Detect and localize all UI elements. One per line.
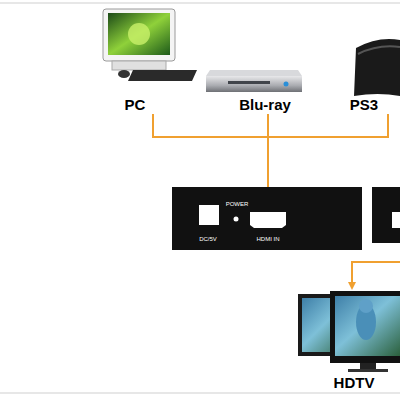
switch-box bbox=[372, 187, 400, 243]
frame-line bbox=[0, 3, 400, 4]
ps3-illustration bbox=[354, 39, 400, 96]
pc-illustration bbox=[103, 9, 197, 81]
node-label: POWER bbox=[222, 201, 252, 208]
node-label: Blu-ray bbox=[230, 96, 300, 113]
display-node: HDTV bbox=[298, 290, 400, 392]
node-label: DC/5V bbox=[192, 236, 224, 243]
hdmi-wire bbox=[352, 262, 400, 288]
hdtv-illustration bbox=[298, 291, 400, 372]
device-node: PC bbox=[100, 8, 196, 114]
bluray-illustration bbox=[206, 70, 302, 92]
node-label: HDMI IN bbox=[248, 236, 288, 243]
switch-box: POWER DC/5V HDMI IN bbox=[172, 187, 362, 250]
node-label: HDTV bbox=[322, 374, 386, 391]
frame-line bbox=[0, 393, 400, 394]
device-node: Blu-ray bbox=[205, 66, 301, 114]
device-node: PS3 bbox=[340, 38, 400, 114]
node-label: PC bbox=[110, 96, 160, 113]
node-label: PS3 bbox=[342, 96, 386, 113]
